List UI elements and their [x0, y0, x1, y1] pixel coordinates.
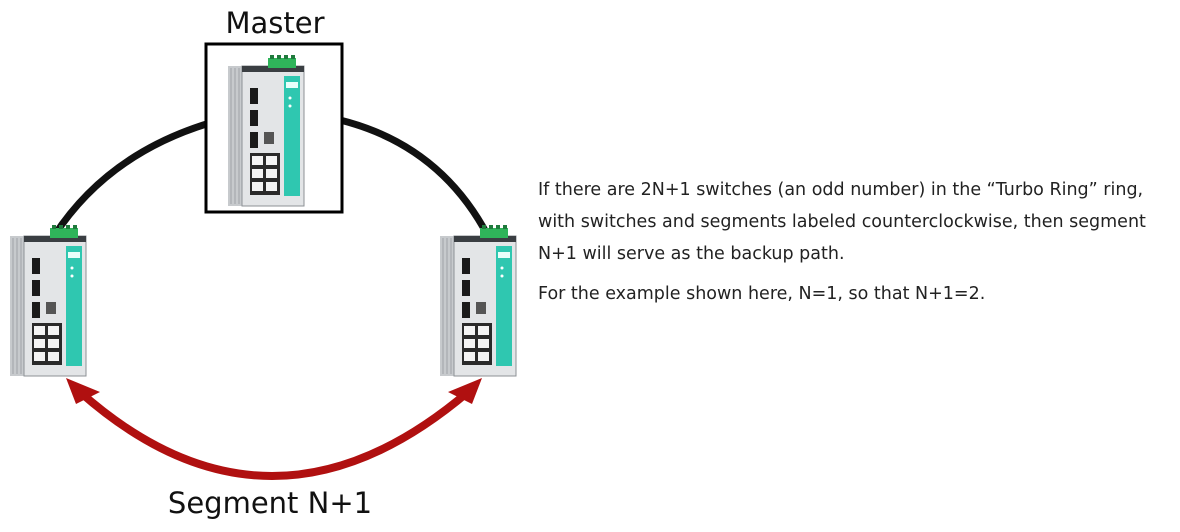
backup-segment-arc — [77, 388, 471, 480]
description-paragraph-1: If there are 2N+1 switches (an odd numbe… — [538, 180, 1146, 264]
backup-arrowhead-right — [448, 378, 482, 404]
segment-label: Segment N+1 — [167, 486, 373, 520]
ring-link-left — [50, 116, 224, 240]
master-label: Master — [225, 6, 325, 40]
ring-link-right — [336, 116, 492, 240]
description: If there are 2N+1 switches (an odd numbe… — [538, 174, 1173, 318]
description-paragraph-2: For the example shown here, N=1, so that… — [538, 284, 986, 304]
backup-arrowhead-left — [66, 378, 100, 404]
switch-right — [439, 224, 517, 377]
switch-master — [227, 54, 305, 207]
switch-left — [9, 224, 87, 377]
